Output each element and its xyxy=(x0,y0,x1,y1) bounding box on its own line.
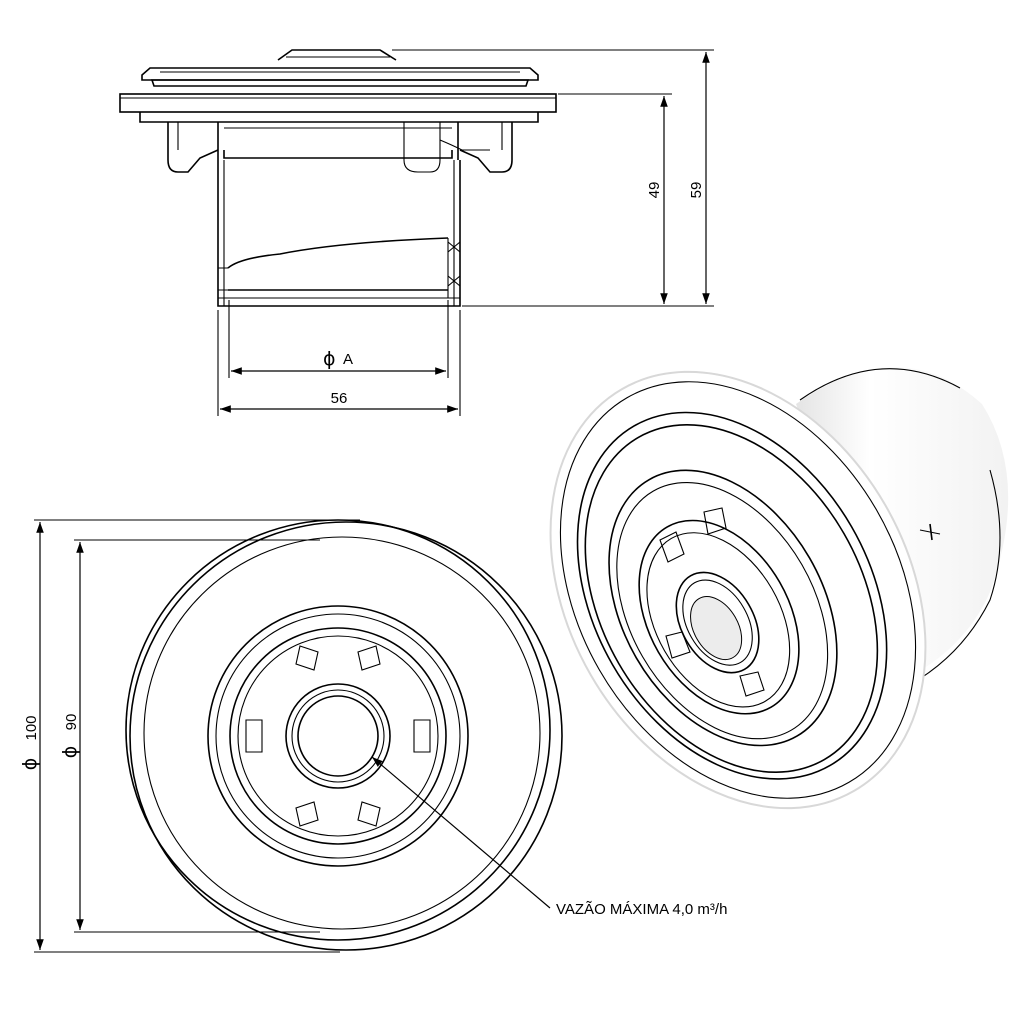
side-view xyxy=(119,49,557,307)
diameter-symbol-a: ϕ xyxy=(323,348,336,370)
side-view-dimensions: 49 59 ϕ A 56 xyxy=(217,49,714,416)
diameter-symbol-100: ϕ xyxy=(19,758,41,771)
front-view xyxy=(125,519,563,951)
dim-inner-diameter-label: A xyxy=(343,351,353,368)
isometric-view xyxy=(549,367,1009,810)
dim-width-label: 56 xyxy=(331,390,348,407)
front-view-dimensions: ϕ 100 ϕ 90 VAZÃO MÁXIMA 4,0 m³/h xyxy=(19,519,727,953)
dim-outer-diameter-label: 100 xyxy=(23,715,40,740)
diameter-symbol-90: ϕ xyxy=(59,746,81,759)
dim-height-body-label: 49 xyxy=(646,182,663,199)
dim-height-total-label: 59 xyxy=(688,182,705,199)
dim-flange-diameter-label: 90 xyxy=(63,714,80,731)
flow-max-annotation: VAZÃO MÁXIMA 4,0 m³/h xyxy=(556,901,727,918)
